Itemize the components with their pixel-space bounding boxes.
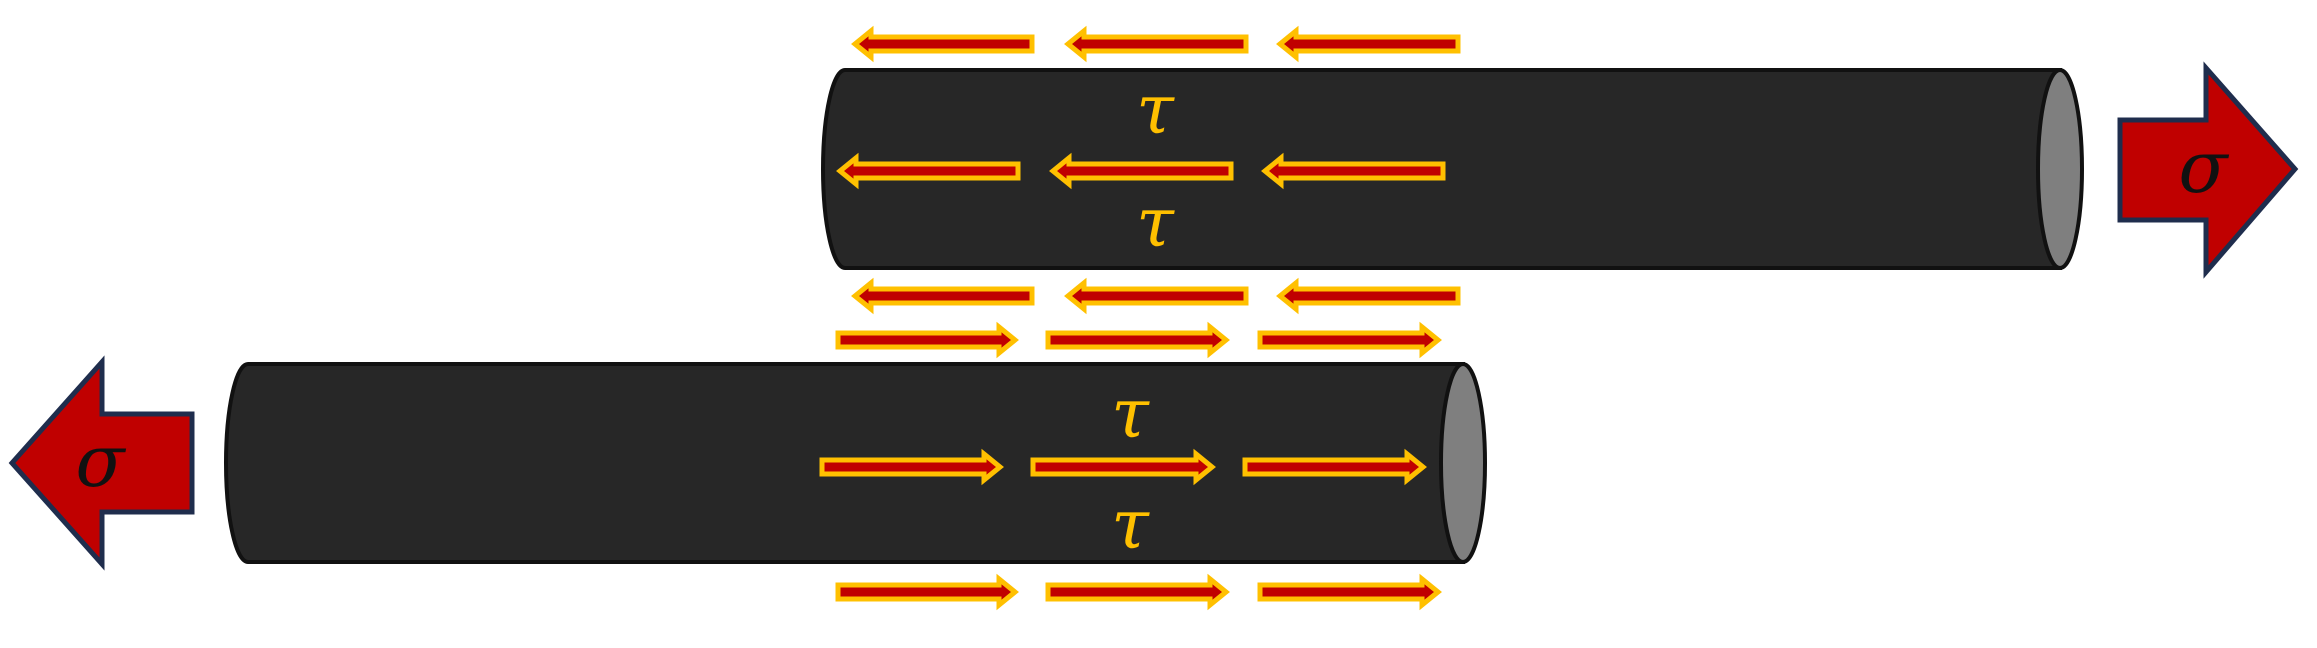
shear-arrow-lower-bottom-1 — [835, 573, 1019, 611]
shear-arrow-upper-top-1 — [851, 25, 1035, 63]
shear-arrow-lower-top-3 — [1257, 321, 1442, 359]
shear-arrow-lower-mid-2 — [1030, 448, 1216, 486]
shear-arrow-lower-mid-3 — [1242, 448, 1427, 486]
load-arrow-right-shape — [2117, 61, 2299, 279]
shear-arrow-lower-top-2 — [1045, 321, 1230, 359]
lower-rod-end-face — [1439, 362, 1487, 564]
shear-arrow-group — [819, 25, 1461, 611]
load-arrow-right: σ — [2117, 61, 2299, 279]
shear-arrow-upper-bottom-3 — [1276, 277, 1461, 315]
shear-arrow-upper-bottom-1 — [851, 277, 1035, 315]
shear-arrow-lower-bottom-3 — [1257, 573, 1442, 611]
sigma-label-left: σ — [75, 419, 126, 503]
shear-arrow-upper-top-3 — [1276, 25, 1461, 63]
shear-arrow-upper-mid-1 — [836, 152, 1021, 190]
load-arrow-left: σ — [8, 355, 195, 571]
tau-label-upper-rod-bottom: τ — [1136, 184, 1175, 263]
load-arrow-left-shape — [8, 355, 195, 571]
upper-rod-end-face — [2036, 68, 2084, 270]
shear-arrow-upper-top-2 — [1064, 25, 1249, 63]
tau-label-lower-rod-top: τ — [1111, 375, 1150, 454]
shear-arrow-lower-mid-1 — [819, 448, 1004, 486]
shear-arrow-lower-bottom-2 — [1045, 573, 1230, 611]
shear-arrow-lower-top-1 — [835, 321, 1019, 359]
tau-label-lower-rod-bottom: τ — [1111, 486, 1150, 565]
shear-arrow-upper-mid-2 — [1049, 152, 1234, 190]
shear-arrow-upper-bottom-2 — [1064, 277, 1249, 315]
sigma-label-right: σ — [2178, 125, 2229, 209]
tau-label-upper-rod-top: τ — [1136, 71, 1175, 150]
shear-arrow-upper-mid-3 — [1261, 152, 1446, 190]
